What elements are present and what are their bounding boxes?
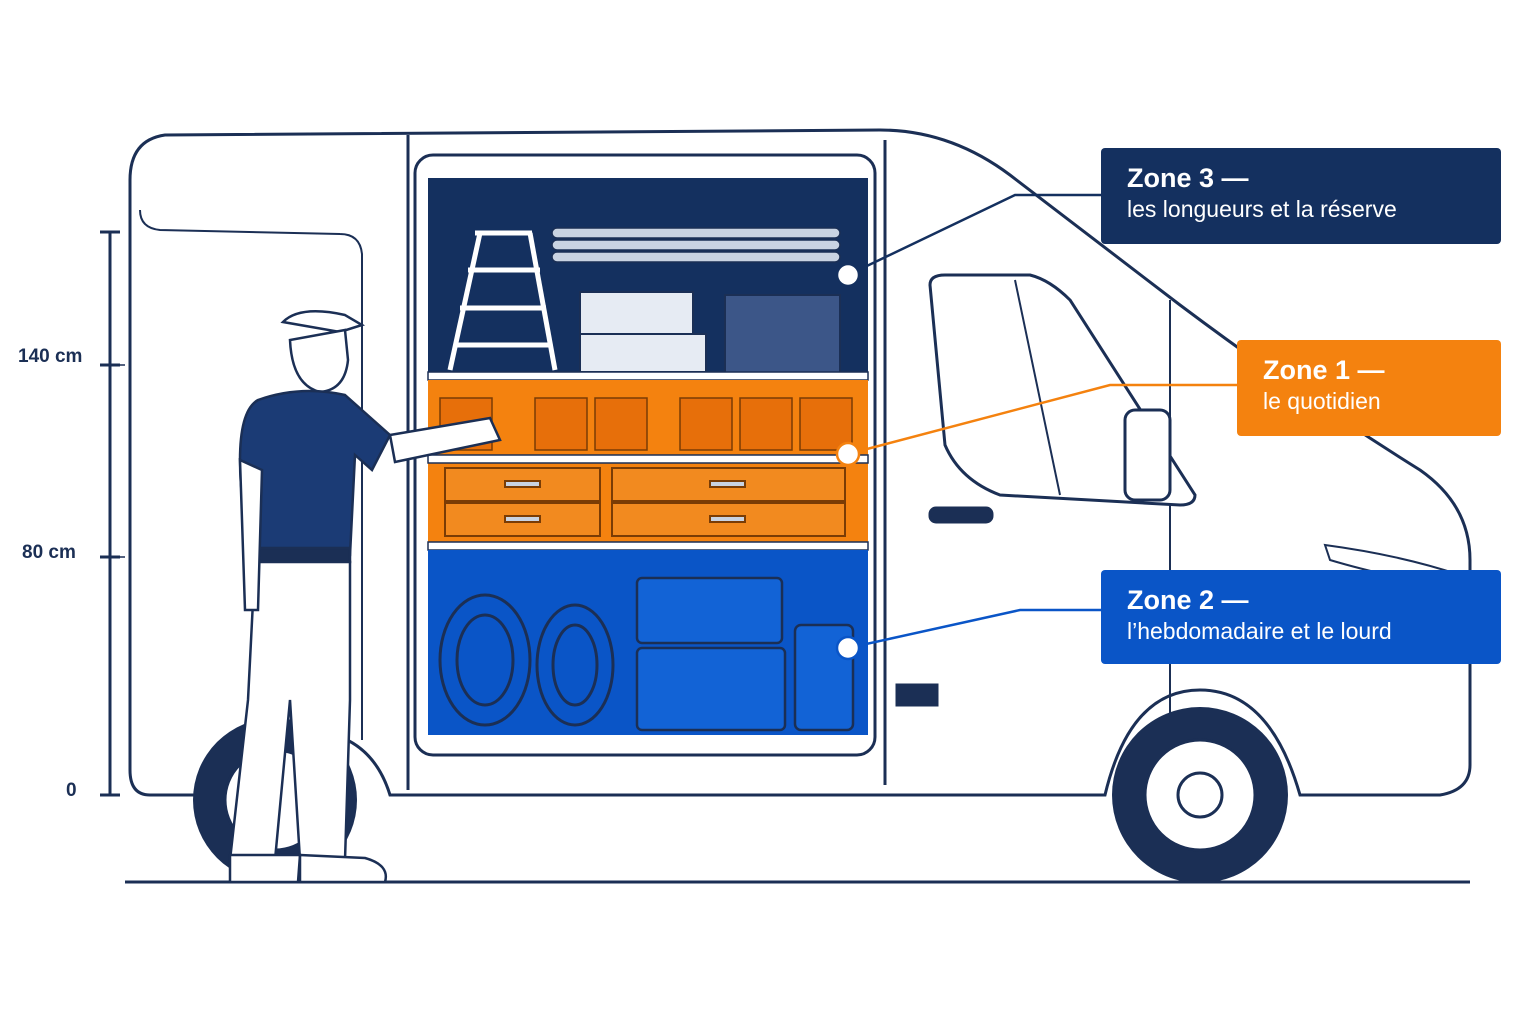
cargo-opening xyxy=(413,153,877,757)
hose-coils xyxy=(438,593,615,727)
pipes xyxy=(551,227,841,263)
zone3-callout: Zone 3 — les longueurs et la réserve xyxy=(1101,148,1501,244)
drawers xyxy=(444,467,846,537)
ladder xyxy=(447,230,558,371)
zone2-callout: Zone 2 — l’hebdomadaire et le lourd xyxy=(1101,570,1501,664)
zone1-callout: Zone 1 — le quotidien xyxy=(1237,340,1501,436)
callout-connectors xyxy=(835,193,1237,661)
height-label-80: 80 cm xyxy=(22,542,76,563)
zone2-title: Zone 2 — xyxy=(1127,585,1249,615)
zone1-title: Zone 1 — xyxy=(1263,355,1385,385)
height-label-0: 0 xyxy=(66,780,77,801)
height-label-140: 140 cm xyxy=(18,346,83,367)
zone1-subtitle: le quotidien xyxy=(1263,388,1381,414)
zone3-subtitle: les longueurs et la réserve xyxy=(1127,196,1397,222)
worker-figure xyxy=(228,310,502,884)
storage-boxes xyxy=(579,291,841,374)
zone3-title: Zone 3 — xyxy=(1127,163,1249,193)
parts-bins xyxy=(439,397,853,451)
zone2-subtitle: l’hebdomadaire et le lourd xyxy=(1127,618,1392,644)
front-wheel xyxy=(1112,707,1288,883)
